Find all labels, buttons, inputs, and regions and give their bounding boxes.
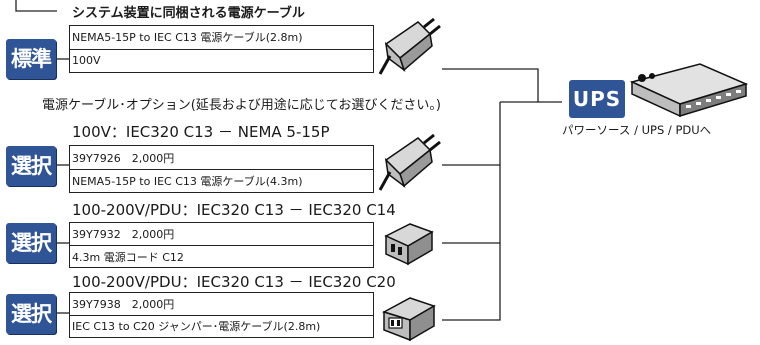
pdu-strip-icon xyxy=(629,63,749,118)
nema-plug-icon xyxy=(378,133,441,191)
option-1-badge: 選択 xyxy=(6,146,56,186)
option-2-row-1: 39Y7932 2,000円 xyxy=(72,228,175,241)
option-1-box: 39Y7926 2,000円 NEMA5-15P to IEC C13 電源ケー… xyxy=(69,145,374,193)
option-2-heading: 100-200V/PDU：IEC320 C13 － IEC320 C14 xyxy=(72,201,396,219)
option-3-heading: 100-200V/PDU：IEC320 C13 － IEC320 C20 xyxy=(72,273,396,291)
option-2-badge: 選択 xyxy=(6,223,56,263)
standard-heading: システム装置に同梱される電源ケーブル xyxy=(72,6,305,21)
standard-badge: 標準 xyxy=(6,39,56,79)
nema-plug-icon xyxy=(378,17,441,75)
options-note: 電源ケーブル･オプション(延長および用途に応じてお選びください。) xyxy=(42,98,441,113)
option-3-row-1: 39Y7938 2,000円 xyxy=(72,298,175,311)
standard-row-1: NEMA5-15P to IEC C13 電源ケーブル(2.8m) xyxy=(72,31,303,44)
option-3-row-2: IEC C13 to C20 ジャンパー･電源ケーブル(2.8m) xyxy=(72,320,321,333)
option-2-box: 39Y7932 2,000円 4.3m 電源コード C12 xyxy=(69,222,374,268)
option-3-box: 39Y7938 2,000円 IEC C13 to C20 ジャンパー･電源ケー… xyxy=(69,292,374,338)
option-1-row-1: 39Y7926 2,000円 xyxy=(72,152,175,165)
ups-icon: UPS xyxy=(569,80,625,118)
option-3-badge: 選択 xyxy=(6,294,56,334)
option-1-row-2: NEMA5-15P to IEC C13 電源ケーブル(4.3m) xyxy=(72,175,303,188)
option-1-heading: 100V：IEC320 C13 － NEMA 5-15P xyxy=(72,123,330,141)
option-2-row-2: 4.3m 電源コード C12 xyxy=(72,251,184,264)
standard-box: NEMA5-15P to IEC C13 電源ケーブル(2.8m) 100V xyxy=(69,25,374,73)
standard-row-2: 100V xyxy=(72,54,101,67)
c20-plug-icon xyxy=(382,297,436,342)
c14-plug-icon xyxy=(384,223,434,266)
destination-label: パワーソース / UPS / PDUへ xyxy=(562,123,712,137)
